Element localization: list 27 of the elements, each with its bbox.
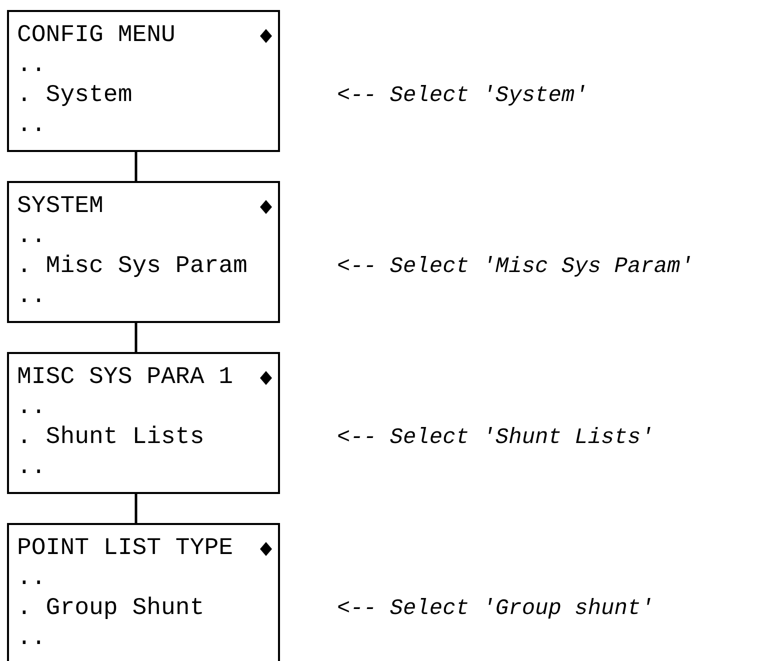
menu-line: . Shunt Lists (17, 423, 206, 453)
menu-screen-box (7, 181, 280, 323)
connector-line (134, 494, 138, 523)
menu-screen-box (7, 10, 280, 152)
menu-line: . System (17, 81, 134, 111)
menu-line: .. (17, 282, 47, 312)
instruction-note: <-- Select 'System' (337, 82, 588, 110)
menu-heading: SYSTEM (17, 192, 104, 222)
menu-heading: POINT LIST TYPE (17, 534, 234, 564)
menu-screen-box (7, 523, 280, 661)
menu-heading: MISC SYS PARA 1 (17, 363, 234, 393)
menu-line: .. (17, 393, 47, 423)
menu-line: .. (17, 51, 47, 81)
menu-line: .. (17, 111, 47, 141)
instruction-note: <-- Select 'Group shunt' (337, 595, 654, 623)
instruction-note: <-- Select 'Shunt Lists' (337, 424, 654, 452)
connector-line (134, 323, 138, 352)
menu-line: . Group Shunt (17, 594, 206, 624)
menu-line: .. (17, 624, 47, 654)
menu-heading: CONFIG MENU (17, 21, 176, 51)
menu-line: .. (17, 453, 47, 483)
menu-line: .. (17, 222, 47, 252)
connector-line (134, 152, 138, 181)
menu-line: .. (17, 564, 47, 594)
menu-screen-box (7, 352, 280, 494)
menu-line: . Misc Sys Param (17, 252, 248, 282)
instruction-note: <-- Select 'Misc Sys Param' (337, 253, 694, 281)
